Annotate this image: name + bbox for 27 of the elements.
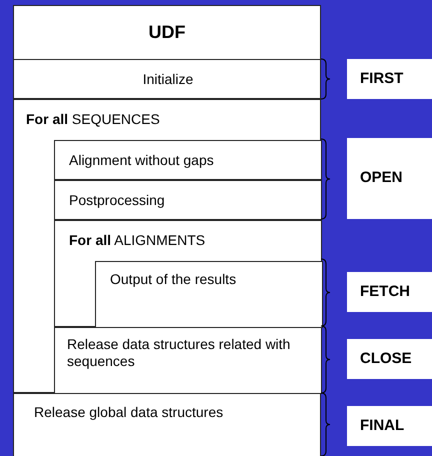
process-block [54, 140, 322, 180]
phase-name: FINAL [360, 417, 406, 434]
loop-condition: For all ALIGNMENTS [69, 232, 206, 249]
phase-label-box [347, 272, 432, 312]
step-text: Alignment without gaps [69, 152, 215, 169]
process-block [54, 327, 322, 394]
loop-block [54, 220, 322, 327]
title: UDF [148, 21, 186, 43]
process-block [13, 393, 321, 456]
phase-name: FIRST [360, 70, 404, 87]
phase-name: CLOSE [360, 350, 413, 367]
phase-label-box [347, 59, 432, 99]
step-text: Release data structures related with sequences [67, 336, 292, 370]
step-text: Release global data structures [34, 404, 224, 421]
phase-label-box [347, 138, 432, 219]
step-text: Postprocessing [69, 192, 166, 209]
loop-condition: For all SEQUENCES [26, 111, 161, 128]
phase-label-box [347, 339, 432, 379]
process-block [54, 180, 322, 220]
phase-label-box [347, 406, 432, 446]
phase-name: FETCH [360, 283, 411, 300]
loop-block [13, 99, 321, 393]
process-block [95, 261, 323, 328]
step-text: Output of the results [110, 271, 238, 288]
process-block [13, 59, 321, 99]
step-text: Initialize [142, 71, 194, 88]
phase-name: OPEN [360, 169, 404, 186]
